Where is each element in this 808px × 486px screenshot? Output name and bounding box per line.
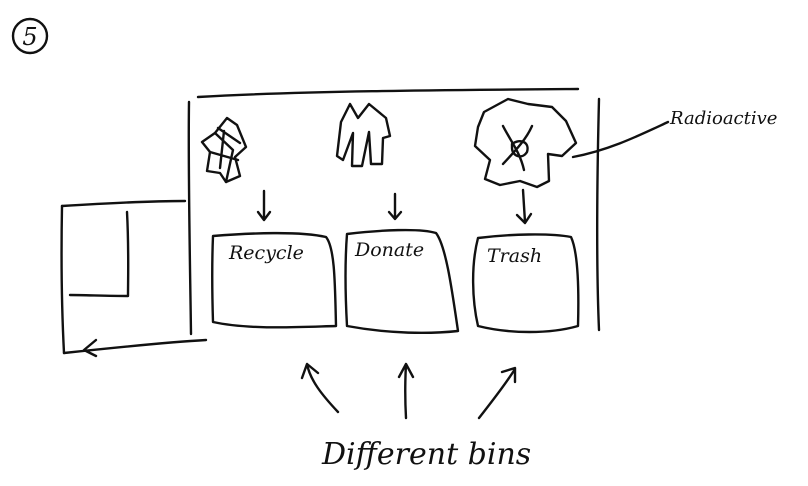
arrow-into-recycle <box>258 191 270 220</box>
box-inner-corner <box>70 212 128 296</box>
frame-left-wall <box>189 102 191 334</box>
caption-arrow-middle <box>399 364 413 418</box>
arrow-into-donate <box>389 194 401 219</box>
step-marker: 5 <box>13 19 47 53</box>
bin-donate-label: Donate <box>354 239 424 261</box>
box-left-edge <box>62 206 64 353</box>
arrow-into-trash <box>517 190 531 223</box>
caption-arrow-right <box>479 368 515 418</box>
incoming-box <box>62 201 206 356</box>
crumpled-shirt-outline <box>202 118 246 182</box>
bin-recycle-label: Recycle <box>228 242 304 264</box>
tshirt-icon <box>337 104 390 166</box>
frame-right-wall <box>597 99 599 330</box>
caption-text: Different bins <box>321 437 531 472</box>
crumpled-shirt-icon <box>202 118 246 182</box>
tshirt-outline <box>337 104 390 166</box>
box-arrowhead <box>84 340 96 356</box>
step-number: 5 <box>22 23 37 51</box>
annotation-leader-line <box>573 122 668 157</box>
annotation-label: Radioactive <box>669 108 777 129</box>
bin-donate: Donate <box>346 230 459 333</box>
caption-arrows <box>302 364 515 418</box>
bin-recycle: Recycle <box>212 233 336 327</box>
radioactive-annotation: Radioactive <box>573 108 777 157</box>
caption-arrow-left <box>302 364 338 412</box>
drop-arrows <box>258 190 531 223</box>
bin-trash-label: Trash <box>487 245 542 267</box>
box-top-edge <box>62 201 185 206</box>
bin-trash: Trash <box>473 234 578 332</box>
frame-top-line <box>198 89 578 97</box>
radioactive-shirt-icon <box>475 99 576 187</box>
